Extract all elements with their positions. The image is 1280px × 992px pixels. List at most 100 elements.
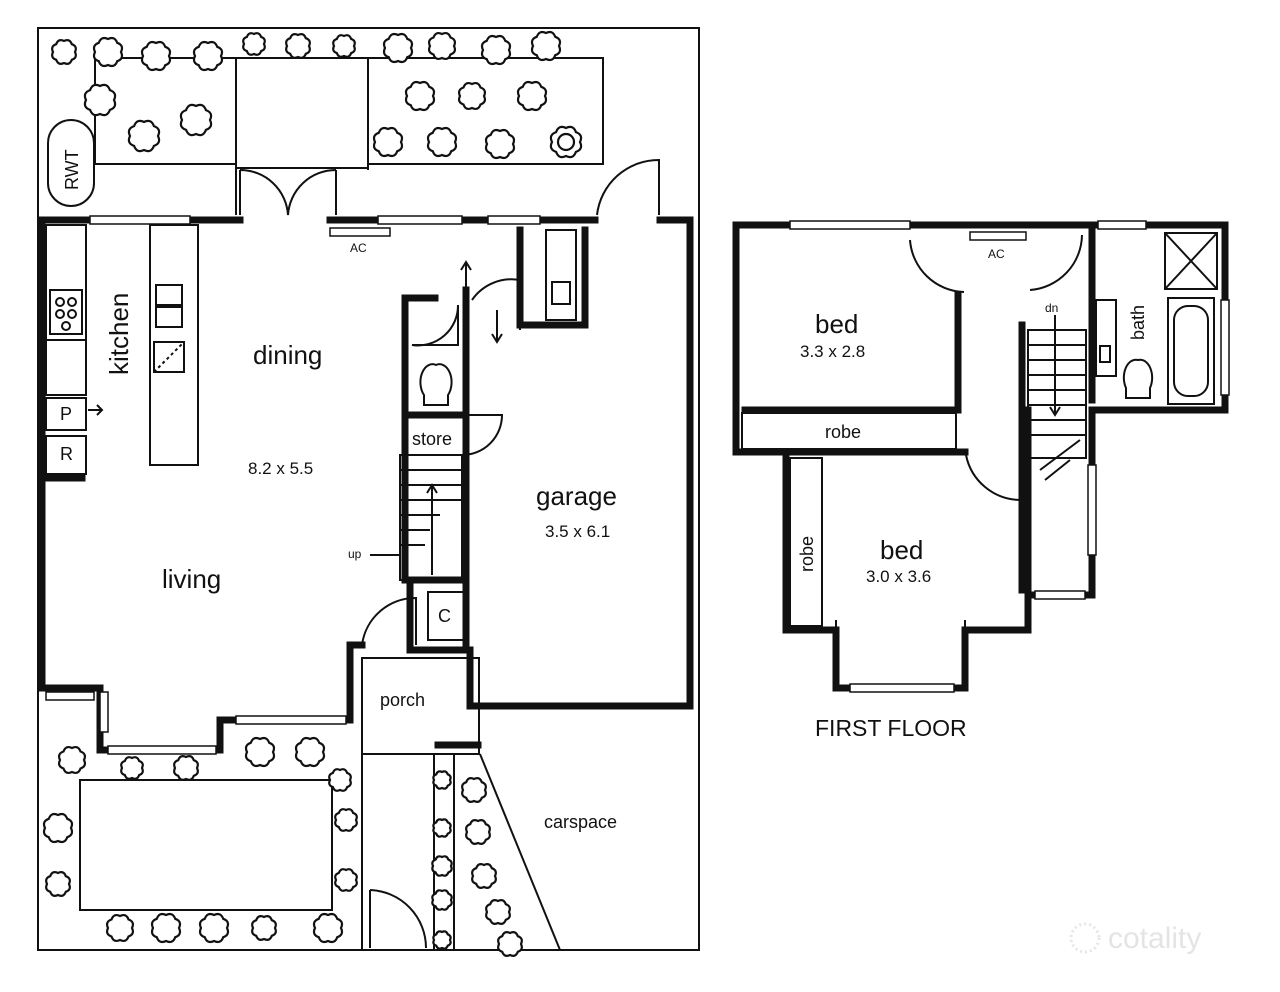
shrub bbox=[294, 736, 326, 768]
dishwasher bbox=[153, 341, 185, 373]
shrub bbox=[179, 103, 213, 137]
pantry-p-label: P bbox=[60, 404, 72, 424]
shrub bbox=[45, 871, 71, 897]
garage-wall bbox=[406, 286, 474, 710]
watermark-text: cotality bbox=[1108, 922, 1201, 955]
porch-walls bbox=[346, 641, 482, 749]
bed2-label: bed bbox=[880, 535, 923, 565]
shrub bbox=[127, 119, 161, 153]
front-lawn bbox=[79, 779, 333, 911]
sink-bowl-1 bbox=[155, 284, 183, 306]
first-floor-labels: bed 3.3 x 2.8 robe robe bed 3.0 x 3.6 ba… bbox=[797, 247, 1148, 741]
pantry bbox=[45, 397, 87, 431]
shrub bbox=[42, 812, 74, 844]
carspace-label: carspace bbox=[544, 812, 617, 832]
shrub bbox=[382, 32, 414, 64]
living-label: living bbox=[162, 564, 221, 594]
shrub bbox=[431, 855, 453, 877]
toilet bbox=[419, 363, 453, 406]
shrub bbox=[471, 863, 497, 889]
shrub bbox=[461, 777, 487, 803]
shrub bbox=[285, 33, 311, 59]
shrub bbox=[57, 745, 87, 775]
shrub bbox=[530, 30, 562, 62]
shrub bbox=[431, 889, 453, 911]
bed1-dims: 3.3 x 2.8 bbox=[800, 342, 865, 361]
dn-label: dn bbox=[1045, 301, 1058, 315]
bath-label: bath bbox=[1128, 305, 1148, 340]
vanity bbox=[1095, 299, 1117, 377]
living-dims: 8.2 x 5.5 bbox=[248, 459, 313, 478]
first-outer-walls bbox=[732, 221, 1229, 692]
shrub bbox=[140, 40, 172, 72]
shrub bbox=[334, 868, 358, 892]
first-floor-stairs bbox=[1027, 315, 1087, 481]
shrub bbox=[404, 80, 436, 112]
shrub bbox=[328, 768, 352, 792]
cupboard-c-label: C bbox=[438, 606, 451, 626]
first-floor-toilet bbox=[1122, 358, 1154, 399]
shrub bbox=[251, 915, 277, 941]
shrub bbox=[192, 40, 224, 72]
shrub bbox=[427, 31, 457, 61]
garden-pot bbox=[556, 132, 576, 152]
robe1-label: robe bbox=[825, 422, 861, 442]
rear-french-doors bbox=[239, 168, 337, 216]
ac-label-first: AC bbox=[988, 247, 1005, 261]
shrub bbox=[51, 39, 77, 65]
rear-courtyard bbox=[235, 57, 369, 169]
cloak-cupboard bbox=[427, 591, 465, 641]
shrub bbox=[426, 126, 458, 158]
shrub bbox=[484, 128, 516, 160]
shrub bbox=[497, 931, 523, 957]
shrub bbox=[92, 36, 124, 68]
robe2-label: robe bbox=[797, 536, 817, 572]
ground-floor-labels: kitchen dining 8.2 x 5.5 living store ga… bbox=[60, 241, 617, 832]
sink-bowl-2 bbox=[155, 306, 183, 328]
garage-cupboard-wall bbox=[516, 226, 589, 329]
shrub bbox=[105, 913, 135, 943]
shrub bbox=[432, 770, 452, 790]
rwt-label: RWT bbox=[62, 149, 82, 190]
rainwater-tank bbox=[47, 119, 95, 207]
refrigerator bbox=[45, 435, 87, 475]
dining-label: dining bbox=[253, 340, 322, 370]
store-label: store bbox=[412, 429, 452, 449]
shrub bbox=[480, 34, 512, 66]
shrub bbox=[150, 912, 182, 944]
shower bbox=[1164, 232, 1218, 290]
kitchen-island bbox=[149, 224, 199, 466]
stairs bbox=[370, 454, 463, 581]
shrub bbox=[372, 126, 404, 158]
shrub bbox=[457, 81, 487, 111]
shrub bbox=[432, 930, 452, 950]
shrub bbox=[334, 808, 358, 832]
robe-2 bbox=[789, 457, 823, 627]
bed1-label: bed bbox=[815, 309, 858, 339]
fridge-r-label: R bbox=[60, 444, 73, 464]
porch-label: porch bbox=[380, 690, 425, 710]
cooktop bbox=[49, 289, 83, 335]
shrub bbox=[312, 912, 344, 944]
bathtub bbox=[1167, 297, 1215, 405]
landscaping bbox=[42, 30, 583, 957]
shrub bbox=[244, 736, 276, 768]
first-floor bbox=[732, 220, 1230, 693]
shrub bbox=[516, 80, 548, 112]
site-boundary bbox=[37, 27, 700, 951]
shrub bbox=[242, 32, 266, 56]
shrub bbox=[173, 755, 199, 781]
garage-dims: 3.5 x 6.1 bbox=[545, 522, 610, 541]
kitchen-label: kitchen bbox=[104, 293, 134, 375]
ac-label-ground: AC bbox=[350, 241, 367, 255]
front-door bbox=[361, 596, 417, 646]
bed1-wall bbox=[732, 291, 969, 456]
kitchen-bench bbox=[45, 224, 87, 396]
up-label: up bbox=[348, 547, 362, 561]
watermark-logo: cotality bbox=[1069, 922, 1201, 955]
shrub bbox=[198, 912, 230, 944]
garage-label: garage bbox=[536, 481, 617, 511]
first-floor-title: FIRST FLOOR bbox=[815, 715, 967, 741]
ground-floor: RWT bbox=[37, 27, 700, 951]
